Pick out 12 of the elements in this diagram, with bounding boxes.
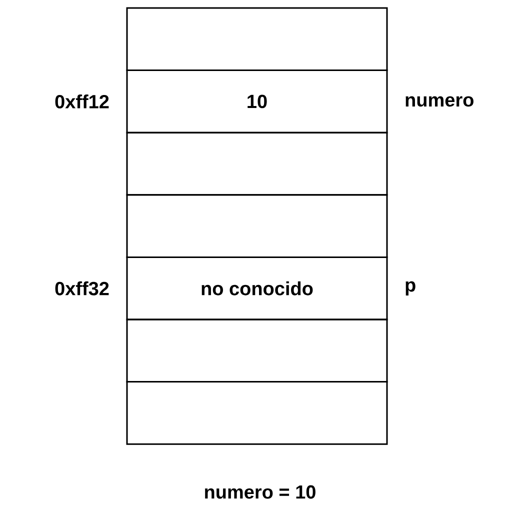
address-label: 0xff12 xyxy=(55,94,109,108)
memory-cell xyxy=(126,7,388,72)
memory-cell xyxy=(126,381,388,445)
memory-cell xyxy=(126,318,388,383)
memory-cell xyxy=(126,132,388,196)
memory-cell: no conocido xyxy=(126,256,388,320)
memory-cell xyxy=(126,194,388,258)
variable-name: numero xyxy=(406,96,474,107)
assignment-note: numero = 10 xyxy=(205,485,316,499)
memory-cell: 10 xyxy=(126,70,388,134)
address-label: 0xff32 xyxy=(55,281,109,296)
variable-name: p xyxy=(406,281,416,296)
